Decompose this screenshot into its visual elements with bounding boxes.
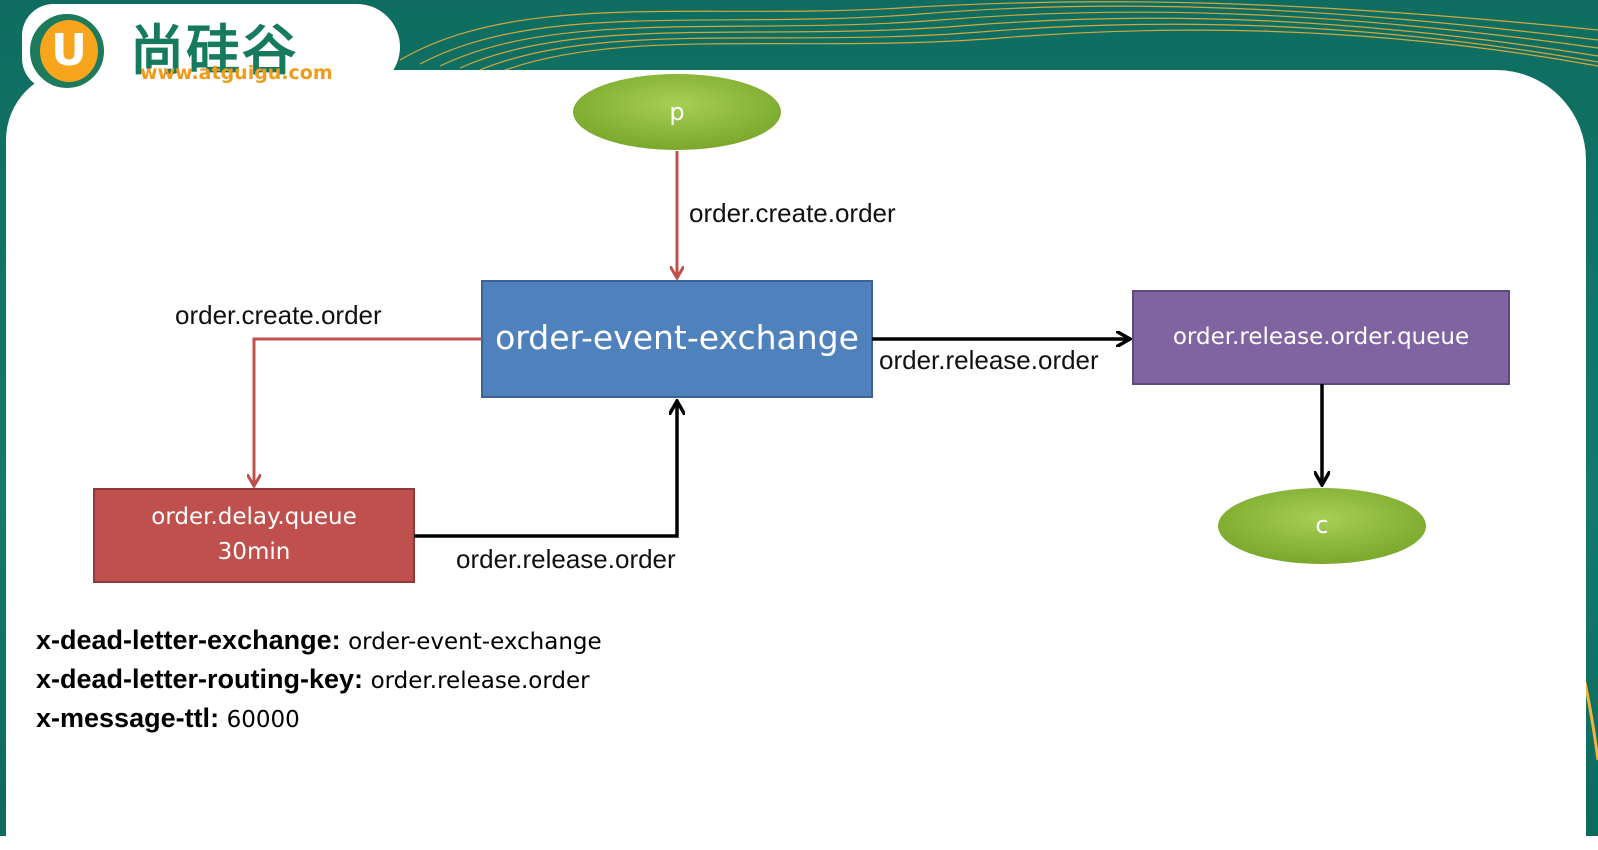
queue-arguments: x-dead-letter-exchange: order-event-exch…: [36, 622, 602, 739]
consumer-label: c: [1315, 511, 1329, 539]
logo-emblem: U: [26, 10, 108, 92]
logo-brand-url: www.atguigu.com: [140, 62, 333, 84]
release-queue-label: order.release.order.queue: [1172, 324, 1470, 350]
exchange-label: order-event-exchange: [495, 318, 859, 357]
edge-label-exchange-to-release: order.release.order: [879, 345, 1099, 375]
argument-row: x-dead-letter-routing-key: order.release…: [36, 661, 602, 700]
argument-key: x-dead-letter-routing-key:: [36, 664, 364, 694]
delay-queue-node: [93, 488, 415, 583]
argument-value: order-event-exchange: [348, 629, 602, 655]
edge-label-delay-to-exchange: order.release.order: [456, 544, 676, 574]
argument-value: 60000: [226, 707, 300, 733]
argument-value: order.release.order: [370, 668, 590, 694]
consumer-node: [1218, 488, 1426, 564]
argument-key: x-dead-letter-exchange:: [36, 625, 341, 655]
argument-row: x-message-ttl: 60000: [36, 700, 602, 739]
edge-label-exchange-to-delay: order.create.order: [175, 300, 382, 330]
producer-node: [573, 74, 781, 150]
producer-label: p: [669, 98, 685, 126]
argument-key: x-message-ttl:: [36, 703, 220, 733]
edge-exchange-to-delay: [254, 337, 482, 484]
delay-queue-name-label: order.delay.queue: [151, 504, 357, 530]
brand-logo: U 尚硅谷 www.atguigu.com: [22, 4, 400, 92]
logo-letter: U: [40, 20, 98, 82]
logo-brand-name: 尚硅谷: [130, 19, 298, 82]
argument-row: x-dead-letter-exchange: order-event-exch…: [36, 622, 602, 661]
delay-queue-ttl-label: 30min: [217, 539, 291, 565]
edge-delay-to-exchange: [414, 403, 677, 538]
edge-label-producer-to-exchange: order.create.order: [689, 198, 896, 228]
release-queue-node: [1132, 290, 1510, 385]
